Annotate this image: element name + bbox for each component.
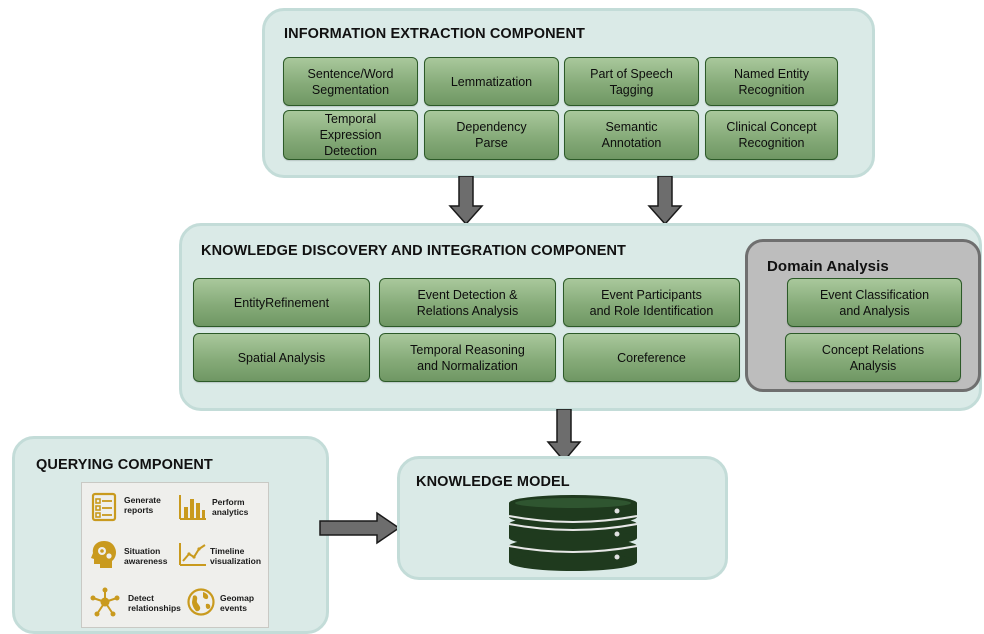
down-arrow-left <box>448 176 484 226</box>
spatial-analysis-box: Spatial Analysis <box>193 333 370 382</box>
knowledge-model-title: KNOWLEDGE MODEL <box>416 474 570 490</box>
geomap-events-label: Geomap events <box>220 593 255 614</box>
named-entity-recognition-box: Named Entity Recognition <box>705 57 838 106</box>
querying-title: QUERYING COMPONENT <box>36 457 213 473</box>
dependency-parse-box: Dependency Parse <box>424 110 559 160</box>
temporal-reasoning-normalization-box: Temporal Reasoning and Normalization <box>379 333 556 382</box>
line-chart-icon <box>179 543 206 566</box>
querying-capabilities-image: Generate reports Perform analytics Situa… <box>81 482 269 628</box>
event-detection-relations-analysis-box: Event Detection & Relations Analysis <box>379 278 556 327</box>
down-arrow-to-knowledge-model <box>546 409 582 463</box>
head-gear-icon <box>91 541 116 568</box>
semantic-annotation-box: Semantic Annotation <box>564 110 699 160</box>
bar-chart-icon <box>179 495 206 520</box>
timeline-visualization-label: Timeline visualization <box>210 546 262 567</box>
event-participants-role-identification-box: Event Participants and Role Identificati… <box>563 278 740 327</box>
concept-relations-analysis-box: Concept Relations Analysis <box>785 333 961 382</box>
checklist-icon <box>91 492 117 522</box>
temporal-expression-detection-box: Temporal Expression Detection <box>283 110 418 160</box>
information-extraction-title: INFORMATION EXTRACTION COMPONENT <box>284 26 585 42</box>
generate-reports-label: Generate reports <box>124 495 161 516</box>
perform-analytics-label: Perform analytics <box>212 497 249 518</box>
domain-analysis-title: Domain Analysis <box>767 258 889 275</box>
knowledge-discovery-title: KNOWLEDGE DISCOVERY AND INTEGRATION COMP… <box>201 243 627 259</box>
database-icon <box>508 495 638 571</box>
sentence-word-segmentation-box: Sentence/Word Segmentation <box>283 57 418 106</box>
event-classification-analysis-box: Event Classification and Analysis <box>787 278 962 327</box>
globe-icon <box>187 588 215 616</box>
entity-refinement-box: EntityRefinement <box>193 278 370 327</box>
part-of-speech-tagging-box: Part of Speech Tagging <box>564 57 699 106</box>
clinical-concept-recognition-box: Clinical Concept Recognition <box>705 110 838 160</box>
down-arrow-right <box>647 176 683 226</box>
coreference-box: Coreference <box>563 333 740 382</box>
detect-relationships-label: Detect relationships <box>128 593 181 614</box>
right-arrow-to-knowledge-model <box>319 511 401 545</box>
situation-awareness-label: Situation awareness <box>124 546 168 567</box>
network-icon <box>90 587 120 617</box>
lemmatization-box: Lemmatization <box>424 57 559 106</box>
